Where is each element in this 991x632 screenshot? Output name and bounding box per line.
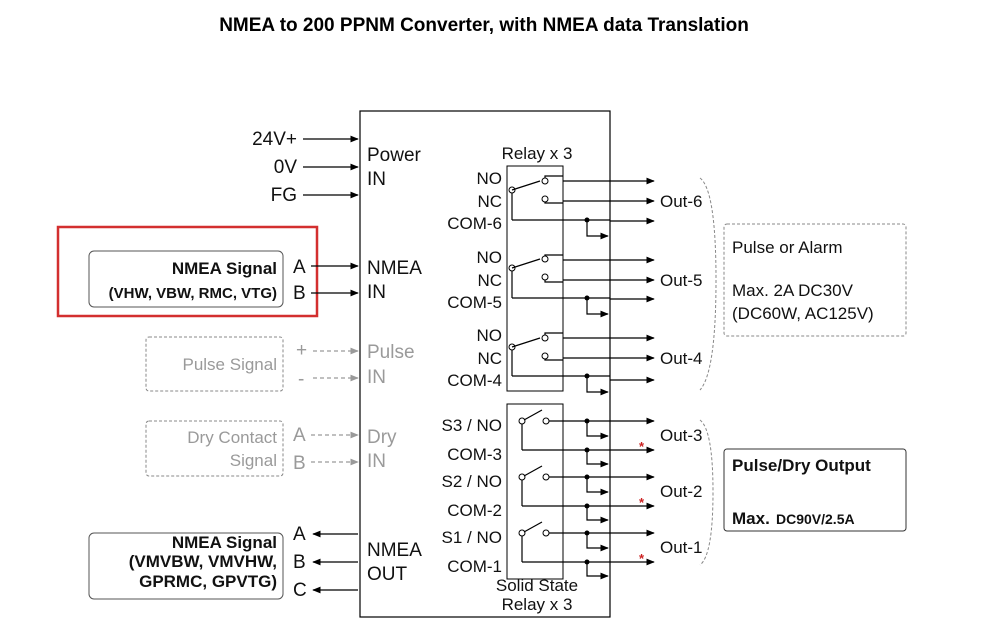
nmea-out-section: NMEA Signal (VMVBW, VMVHW, GPRMC, GPVTG)… — [88, 524, 422, 601]
relay-spec-box — [723, 223, 907, 337]
relay-box — [506, 165, 564, 392]
relay4-com-label: COM-4 — [447, 371, 502, 390]
relay-header: Relay x 3 — [502, 144, 573, 163]
relay4-arm — [511, 337, 541, 348]
power-in-label: IN — [367, 169, 386, 190]
pulse-label: Pulse — [367, 342, 415, 363]
ssr1-com-label: COM-1 — [447, 557, 502, 576]
ssr1-no-label: S1 / NO — [442, 528, 502, 547]
dry-pin-b: B — [293, 453, 306, 474]
nmea-out-dest-box — [88, 532, 284, 600]
ssr-out-1: Out-1 — [660, 538, 703, 557]
ssr-spec-max: Max. — [732, 509, 770, 528]
ssr2-marker: * — [639, 495, 645, 510]
relay-out-4: Out-4 — [660, 349, 703, 368]
nmea-out-label: NMEA — [367, 540, 422, 561]
relay5-nc-terminal — [541, 273, 549, 281]
nmea-out-out-label: OUT — [367, 564, 408, 585]
ssr3-com-label: COM-3 — [447, 445, 502, 464]
ssr-footer-line1: Solid State — [496, 576, 578, 595]
relay6-com-label: COM-6 — [447, 214, 502, 233]
nmea-out-dest-line2: (VMVBW, VMVHW, — [129, 552, 277, 571]
nmea-in-label: NMEA — [367, 258, 422, 279]
ssr-group-2: S2 / NO COM-2 * — [442, 465, 655, 524]
nmea-out-pin-b: B — [293, 552, 306, 573]
ssr-spec-box — [723, 448, 907, 532]
ssr-section: Solid State Relay x 3 S3 / NO COM-3 * S2… — [442, 403, 907, 614]
relay-section: Relay x 3 NO NC COM-6 NO NC COM-5 — [447, 144, 907, 396]
pulse-in-label: IN — [367, 367, 386, 388]
power-pin-0v: 0V — [274, 157, 298, 178]
dry-pin-a: A — [293, 425, 306, 446]
relay-out-5: Out-5 — [660, 271, 703, 290]
power-section: 24V+ 0V FG Power IN — [252, 129, 421, 206]
relay-spec-line1: Max. 2A DC30V — [732, 281, 854, 300]
pulse-source-box — [145, 336, 284, 392]
pulse-pin-plus: + — [296, 340, 307, 361]
ssr2-com-label: COM-2 — [447, 501, 502, 520]
relay-out-6: Out-6 — [660, 192, 703, 211]
relay4-nc-terminal — [541, 352, 549, 360]
relay4-no-terminal — [541, 334, 549, 342]
dry-source-line2: Signal — [230, 451, 277, 470]
nmea-in-source-box — [88, 250, 284, 308]
ssr-spec-rating: DC90V/2.5A — [776, 511, 855, 527]
nmea-in-highlight — [56, 225, 319, 318]
relay-spec-title: Pulse or Alarm — [732, 238, 843, 257]
ssr-out-3: Out-3 — [660, 426, 703, 445]
relay5-no-label: NO — [477, 248, 503, 267]
dry-in-section: Dry Contact Signal A B Dry IN — [145, 420, 397, 477]
relay5-arm — [511, 258, 541, 269]
dry-source-line1: Dry Contact — [187, 428, 277, 447]
relay6-no-label: NO — [477, 169, 503, 188]
relay6-no-terminal — [541, 177, 549, 185]
ssr-out-2: Out-2 — [660, 482, 703, 501]
pulse-pin-minus: - — [298, 369, 304, 390]
relay6-nc-terminal — [541, 195, 549, 203]
relay-output-wires — [563, 177, 655, 396]
nmea-in-source-sentences: (VHW, VBW, RMC, VTG) — [109, 285, 277, 302]
relay5-com-label: COM-5 — [447, 293, 502, 312]
ssr-box — [506, 403, 564, 580]
relay6-arm — [511, 180, 541, 191]
nmea-out-dest-line3: GPRMC, GPVTG) — [139, 572, 277, 591]
nmea-in-pin-a: A — [293, 257, 306, 278]
nmea-out-pin-a: A — [293, 524, 306, 545]
ssr3-marker: * — [639, 439, 645, 454]
power-pin-fg: FG — [271, 185, 297, 206]
ssr-spec-title: Pulse/Dry Output — [732, 456, 871, 475]
relay4-no-label: NO — [477, 326, 503, 345]
pulse-source-label: Pulse Signal — [182, 355, 277, 374]
relay-group-5: NO NC COM-5 — [447, 248, 610, 312]
nmea-in-pin-b: B — [293, 283, 306, 304]
nmea-out-dest-title: NMEA Signal — [172, 533, 277, 552]
nmea-in-in-label: IN — [367, 282, 386, 303]
pulse-in-section: Pulse Signal + - Pulse IN — [145, 336, 415, 392]
ssr3-no-label: S3 / NO — [442, 416, 502, 435]
relay-spec-line2: (DC60W, AC125V) — [732, 304, 874, 323]
dry-label: Dry — [367, 427, 397, 448]
relay4-nc-label: NC — [477, 349, 502, 368]
dry-source-box — [145, 420, 284, 477]
nmea-in-section: NMEA Signal (VHW, VBW, RMC, VTG) A B NME… — [56, 225, 422, 318]
diagram-title: NMEA to 200 PPNM Converter, with NMEA da… — [219, 15, 749, 36]
ssr2-no-label: S2 / NO — [442, 472, 502, 491]
ssr-group-1: S1 / NO COM-1 * — [442, 521, 655, 580]
ssr1-marker: * — [639, 551, 645, 566]
relay6-nc-label: NC — [477, 192, 502, 211]
nmea-out-pin-c: C — [293, 580, 307, 601]
ssr-group-3: S3 / NO COM-3 * — [442, 409, 655, 468]
ssr-footer-line2: Relay x 3 — [502, 595, 573, 614]
relay-output-brace — [699, 177, 717, 391]
ssr-output-brace — [699, 419, 714, 566]
nmea-in-source-title: NMEA Signal — [172, 259, 277, 278]
relay-group-4: NO NC COM-4 — [447, 326, 610, 390]
power-pin-24v: 24V+ — [252, 129, 297, 150]
dry-in-label: IN — [367, 451, 386, 472]
relay5-nc-label: NC — [477, 271, 502, 290]
relay5-no-terminal — [541, 255, 549, 263]
power-label: Power — [367, 145, 422, 166]
relay-group-6: NO NC COM-6 — [447, 169, 610, 233]
